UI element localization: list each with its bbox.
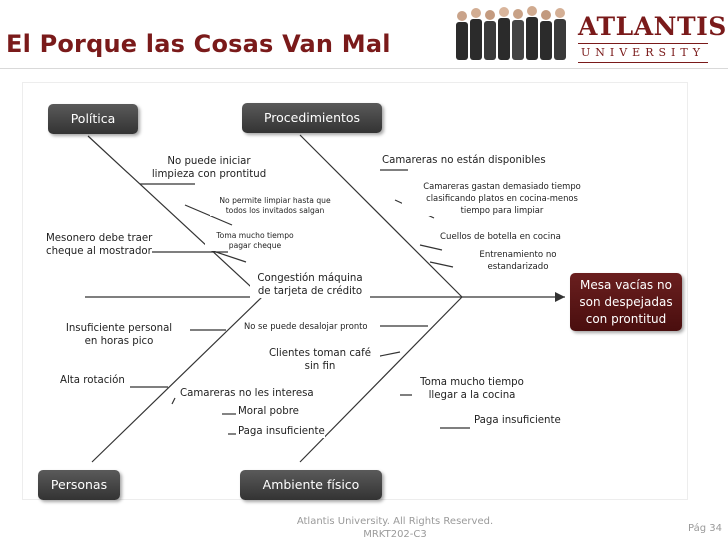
cause-label: Alta rotación [60,374,125,387]
business-people-photo [456,6,566,60]
rib-c2 [184,204,233,226]
bone-ambiente [299,296,463,463]
category-personas-box: Personas [38,470,120,500]
rib-c12 [171,397,176,405]
cause-label: Camareras no les interesa [180,387,314,400]
footer-line-1: Atlantis University. All Rights Reserved… [296,516,494,527]
cause-label: Paga insuficiente [238,425,325,438]
cause-label: No se puede desalojar pronto [244,320,368,332]
effect-box: Mesa vacías no son despejadas con pronti… [570,273,682,331]
footer-copyright: Atlantis University. All Rights Reserved… [280,515,510,541]
effect-line-1: Mesa vacías no [580,278,672,292]
bone-politica [87,135,263,298]
rib-c7 [419,244,443,251]
category-politica-box: Política [48,104,138,134]
cause-label: Paga insuficiente [474,414,561,427]
title-divider [0,68,728,69]
effect-line-2: son despejadas [579,295,673,309]
atlantis-university-logo: ATLANTIS UNIVERSITY [578,10,727,63]
cause-label: Camareras no están disponibles [382,154,546,167]
page-title: El Porque las Cosas Van Mal [6,30,391,58]
category-procedimientos-box: Procedimientos [242,103,382,133]
bone-procedimientos [299,134,463,298]
logo-name: ATLANTIS [578,12,727,41]
category-ambiente-box: Ambiente físico [240,470,382,500]
footer-line-2: MRKT202-C3 [363,529,427,540]
spine-arrowhead [555,292,565,302]
logo-subtitle: UNIVERSITY [578,43,708,63]
bone-personas [91,296,263,463]
page-number: Pág 34 [688,523,722,534]
cause-label: Moral pobre [238,405,299,418]
cause-label: Cuellos de botella en cocina [440,231,561,243]
effect-line-3: con prontitud [585,312,667,326]
rib-c8 [429,261,454,268]
